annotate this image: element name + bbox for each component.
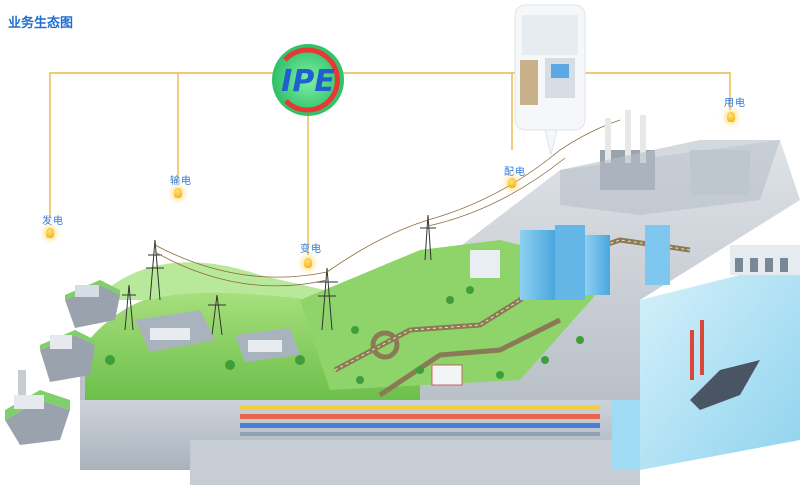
ipe-logo: IPE [272, 44, 344, 116]
harbor-water [640, 260, 800, 470]
page-title: 业务生态图 [8, 16, 74, 31]
logo-text: IPE [281, 64, 335, 99]
stage-label-transformation: 变电 [300, 244, 322, 255]
hill-ridge [95, 262, 360, 300]
stage-label-transmission: 输电 [170, 176, 192, 187]
port-area [690, 245, 800, 410]
substations [135, 310, 300, 362]
underground-base [80, 395, 640, 485]
water-edge [612, 395, 640, 470]
stage-label-consumption: 用电 [724, 98, 746, 109]
smart-device-inset [514, 4, 586, 156]
stage-label-distribution: 配电 [504, 167, 526, 178]
stage-label-generation: 发电 [42, 216, 64, 227]
generation-bulb-icon [46, 228, 54, 238]
distribution-bulb-icon [508, 178, 516, 188]
transmission-towers [122, 214, 436, 336]
transformation-bulb-icon [304, 258, 312, 268]
city-buildings [431, 110, 780, 386]
consumption-bulb-icon [727, 112, 735, 122]
transmission-bulb-icon [174, 188, 182, 198]
power-plant-island [5, 280, 120, 445]
power-lines [154, 119, 621, 287]
trees [105, 286, 584, 384]
